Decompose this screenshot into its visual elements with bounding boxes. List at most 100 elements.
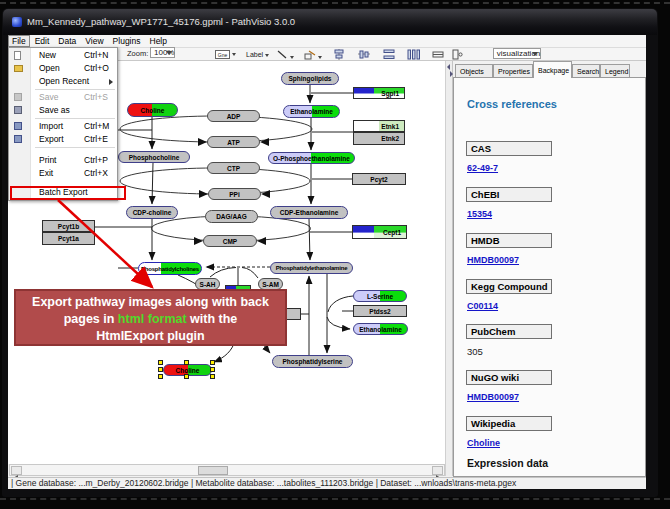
- menu-separator: [35, 89, 115, 90]
- shape-icon: [304, 49, 316, 60]
- gene-etnk2[interactable]: Etnk2: [353, 132, 405, 145]
- menu-item-open[interactable]: OpenCtrl+O: [9, 62, 117, 75]
- chevron-down-icon: [318, 56, 322, 59]
- visualization-combobox[interactable]: visualization: [493, 48, 542, 59]
- section-header-cas: CAS: [466, 141, 552, 156]
- stack-horizontal-button[interactable]: [432, 49, 444, 60]
- tab-properties[interactable]: Properties: [493, 64, 533, 78]
- cross-references-heading: Cross references: [467, 98, 557, 110]
- scrollbar-thumb[interactable]: [198, 466, 228, 475]
- value-pubchem: 305: [467, 346, 483, 357]
- tab-objects[interactable]: Objects: [455, 64, 493, 78]
- section-header-chebi: ChEBI: [466, 187, 552, 202]
- gene-template-button[interactable]: Gne: [215, 49, 236, 60]
- stack-vertical-button[interactable]: [451, 49, 463, 60]
- export-icon: [14, 135, 22, 143]
- label-template-button[interactable]: Label: [246, 49, 269, 60]
- gene-ptdss2[interactable]: Ptdss2: [353, 305, 407, 317]
- section-header-hmdb: HMDB: [466, 233, 552, 248]
- annotation-line3: HtmlExport plugin: [16, 328, 285, 345]
- node-sphingolipids[interactable]: Sphingolipids: [281, 72, 339, 85]
- link-nugo[interactable]: HMDB00097: [467, 392, 519, 402]
- chevron-down-icon: [532, 52, 538, 56]
- node-ethanolamine-top[interactable]: Ethanolamine: [283, 105, 340, 118]
- menu-item-import[interactable]: ImportCtrl+M: [9, 120, 117, 133]
- chevron-down-icon: [290, 56, 294, 59]
- new-document-icon: [14, 51, 21, 60]
- selection-handles[interactable]: [158, 360, 216, 380]
- menu-separator: [35, 147, 115, 148]
- node-atp[interactable]: ATP: [207, 136, 260, 148]
- menu-item-new[interactable]: NewCtrl+N: [9, 49, 117, 62]
- menu-item-print[interactable]: PrintCtrl+P: [9, 154, 117, 167]
- gene-pcyt1b[interactable]: Pcyt1b: [42, 220, 95, 232]
- node-dag-aag[interactable]: DAG/AAG: [205, 210, 258, 223]
- menu-item-batch-export[interactable]: Batch Export: [9, 186, 117, 199]
- menu-item-save-as[interactable]: Save as: [9, 104, 117, 117]
- menu-item-save[interactable]: SaveCtrl+S: [9, 91, 117, 104]
- node-cdp-ethanolamine[interactable]: CDP-Ethanolamine: [270, 206, 348, 219]
- align-middle-button[interactable]: [358, 49, 370, 60]
- stack-vertical-icon: [451, 49, 463, 60]
- link-kegg[interactable]: C00114: [467, 301, 498, 311]
- menu-data[interactable]: Data: [54, 35, 80, 47]
- horizontal-scrollbar[interactable]: [9, 464, 445, 476]
- link-wikipedia[interactable]: Choline: [467, 438, 500, 448]
- link-hmdb[interactable]: HMDB00097: [467, 255, 519, 265]
- node-l-serine[interactable]: L-Serine: [353, 290, 407, 302]
- menu-plugins[interactable]: Plugins: [109, 35, 145, 47]
- import-icon: [14, 122, 22, 130]
- align-center-button[interactable]: [333, 49, 345, 60]
- section-header-pubchem: PubChem: [466, 324, 552, 339]
- gene-pcyt2[interactable]: Pcyt2: [352, 173, 406, 185]
- chevron-down-icon: [232, 53, 236, 56]
- zoom-label: Zoom:: [127, 48, 148, 59]
- scroll-left-button[interactable]: [11, 466, 22, 475]
- node-phosphatidylserine[interactable]: Phosphatidylserine: [272, 355, 353, 368]
- open-folder-icon: [14, 65, 23, 72]
- distribute-vertical-button[interactable]: [407, 49, 420, 60]
- menu-help[interactable]: Help: [146, 35, 171, 47]
- scroll-right-button[interactable]: [432, 466, 443, 475]
- line-tool-button[interactable]: [276, 49, 294, 60]
- menu-file[interactable]: File: [8, 35, 30, 47]
- node-phosphocholine[interactable]: Phosphocholine: [118, 151, 190, 163]
- menu-view[interactable]: View: [81, 35, 107, 47]
- node-phosphatidylethanolamine[interactable]: Phosphatidylethanolamine: [270, 262, 353, 274]
- menu-edit[interactable]: Edit: [31, 35, 54, 47]
- section-header-kegg: Kegg Compound: [466, 279, 552, 294]
- link-chebi[interactable]: 15354: [467, 209, 492, 219]
- menu-item-export[interactable]: ExportCtrl+E: [9, 133, 117, 146]
- node-ctp[interactable]: CTP: [207, 162, 260, 174]
- annotation-line1: Export pathway images along with back: [16, 294, 285, 311]
- save-as-icon: [14, 106, 22, 114]
- node-cdp-choline[interactable]: CDP-choline: [126, 206, 178, 219]
- node-choline-top[interactable]: Choline: [127, 103, 178, 117]
- section-header-wikipedia: Wikipedia: [466, 416, 552, 431]
- link-cas[interactable]: 62-49-7: [467, 163, 498, 173]
- node-ethanolamine-bottom[interactable]: Ethanolamine: [353, 323, 408, 335]
- distribute-horizontal-button[interactable]: [383, 49, 395, 60]
- node-adp[interactable]: ADP: [207, 110, 260, 122]
- node-o-phosphoethanolamine[interactable]: O-Phosphoethanolamine: [268, 152, 355, 164]
- zoom-combobox[interactable]: 100%: [150, 47, 175, 58]
- sidebar-tabs: Objects Properties Backpage Search Legen…: [454, 61, 646, 78]
- collapse-left-icon[interactable]: [447, 64, 450, 70]
- gene-pcyt1a[interactable]: Pcyt1a: [42, 232, 95, 245]
- shape-tool-button[interactable]: [304, 49, 322, 60]
- menu-item-open-recent[interactable]: Open Recent: [9, 75, 117, 88]
- node-cmp[interactable]: CMP: [203, 235, 257, 247]
- gene-etnk1[interactable]: Etnk1: [353, 120, 405, 132]
- chevron-down-icon: [265, 54, 269, 57]
- tab-backpage[interactable]: Backpage: [533, 61, 572, 78]
- gene-sgpl1[interactable]: Sgpl1: [353, 87, 405, 99]
- gene-cept1[interactable]: Cept1: [352, 225, 407, 239]
- node-ppi[interactable]: PPi: [208, 188, 261, 200]
- node-phosphatidylcholines[interactable]: Phosphatidylcholines: [138, 262, 202, 275]
- tab-search[interactable]: Search: [572, 64, 600, 78]
- status-bar: | Gene database: ...m_Derby_20120602.bri…: [8, 477, 646, 489]
- split-pane-divider[interactable]: [445, 61, 453, 476]
- tab-legend[interactable]: Legend: [600, 64, 630, 78]
- menu-item-exit[interactable]: ExitCtrl+X: [9, 167, 117, 180]
- line-icon: [276, 49, 288, 60]
